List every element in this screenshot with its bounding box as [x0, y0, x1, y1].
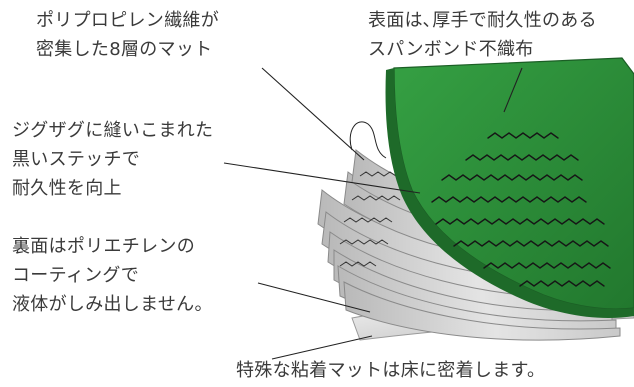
- callout-line: 耐久性を向上: [12, 178, 122, 199]
- callout-spunbond-top: 表面は､厚手で耐久性のある スパンボンド不織布: [368, 6, 597, 64]
- leader-lines: [223, 67, 523, 360]
- callout-line: スパンボンド不織布: [368, 39, 534, 60]
- callout-line: ジグザグに縫いこまれた: [12, 120, 214, 141]
- callout-line: 液体がしみ出しません。: [12, 294, 213, 315]
- callout-polypropylene-fiber: ポリプロピレン繊維が 密集した8層のマット: [36, 6, 219, 64]
- callout-zigzag-stitch: ジグザグに縫いこまれた 黒いステッチで 耐久性を向上: [12, 116, 213, 203]
- leader-stitch: [223, 162, 421, 194]
- callout-line: ポリプロピレン繊維が: [36, 10, 219, 31]
- callout-polyethylene-back: 裏面はポリエチレンの コーティングで 液体がしみ出しません。: [12, 232, 213, 319]
- leader-grip: [271, 335, 373, 360]
- callout-line: 特殊な粘着マットは床に密着します。: [236, 360, 546, 381]
- callout-line: 裏面はポリエチレンの: [12, 236, 195, 257]
- callout-line: 密集した8層のマット: [36, 39, 213, 60]
- green-stitches: [431, 132, 611, 287]
- loose-stitch-thread: [349, 121, 387, 159]
- callout-line: コーティングで: [12, 265, 140, 286]
- callout-adhesive-grip: 特殊な粘着マットは床に密着します。: [236, 356, 545, 385]
- top-spunbond-layer: [393, 57, 634, 310]
- leader-fiber: [261, 67, 365, 161]
- callout-line: 黒いステッチで: [12, 149, 141, 170]
- leader-back: [257, 282, 371, 313]
- leader-top: [503, 67, 523, 113]
- callout-line: 表面は､厚手で耐久性のある: [368, 10, 597, 31]
